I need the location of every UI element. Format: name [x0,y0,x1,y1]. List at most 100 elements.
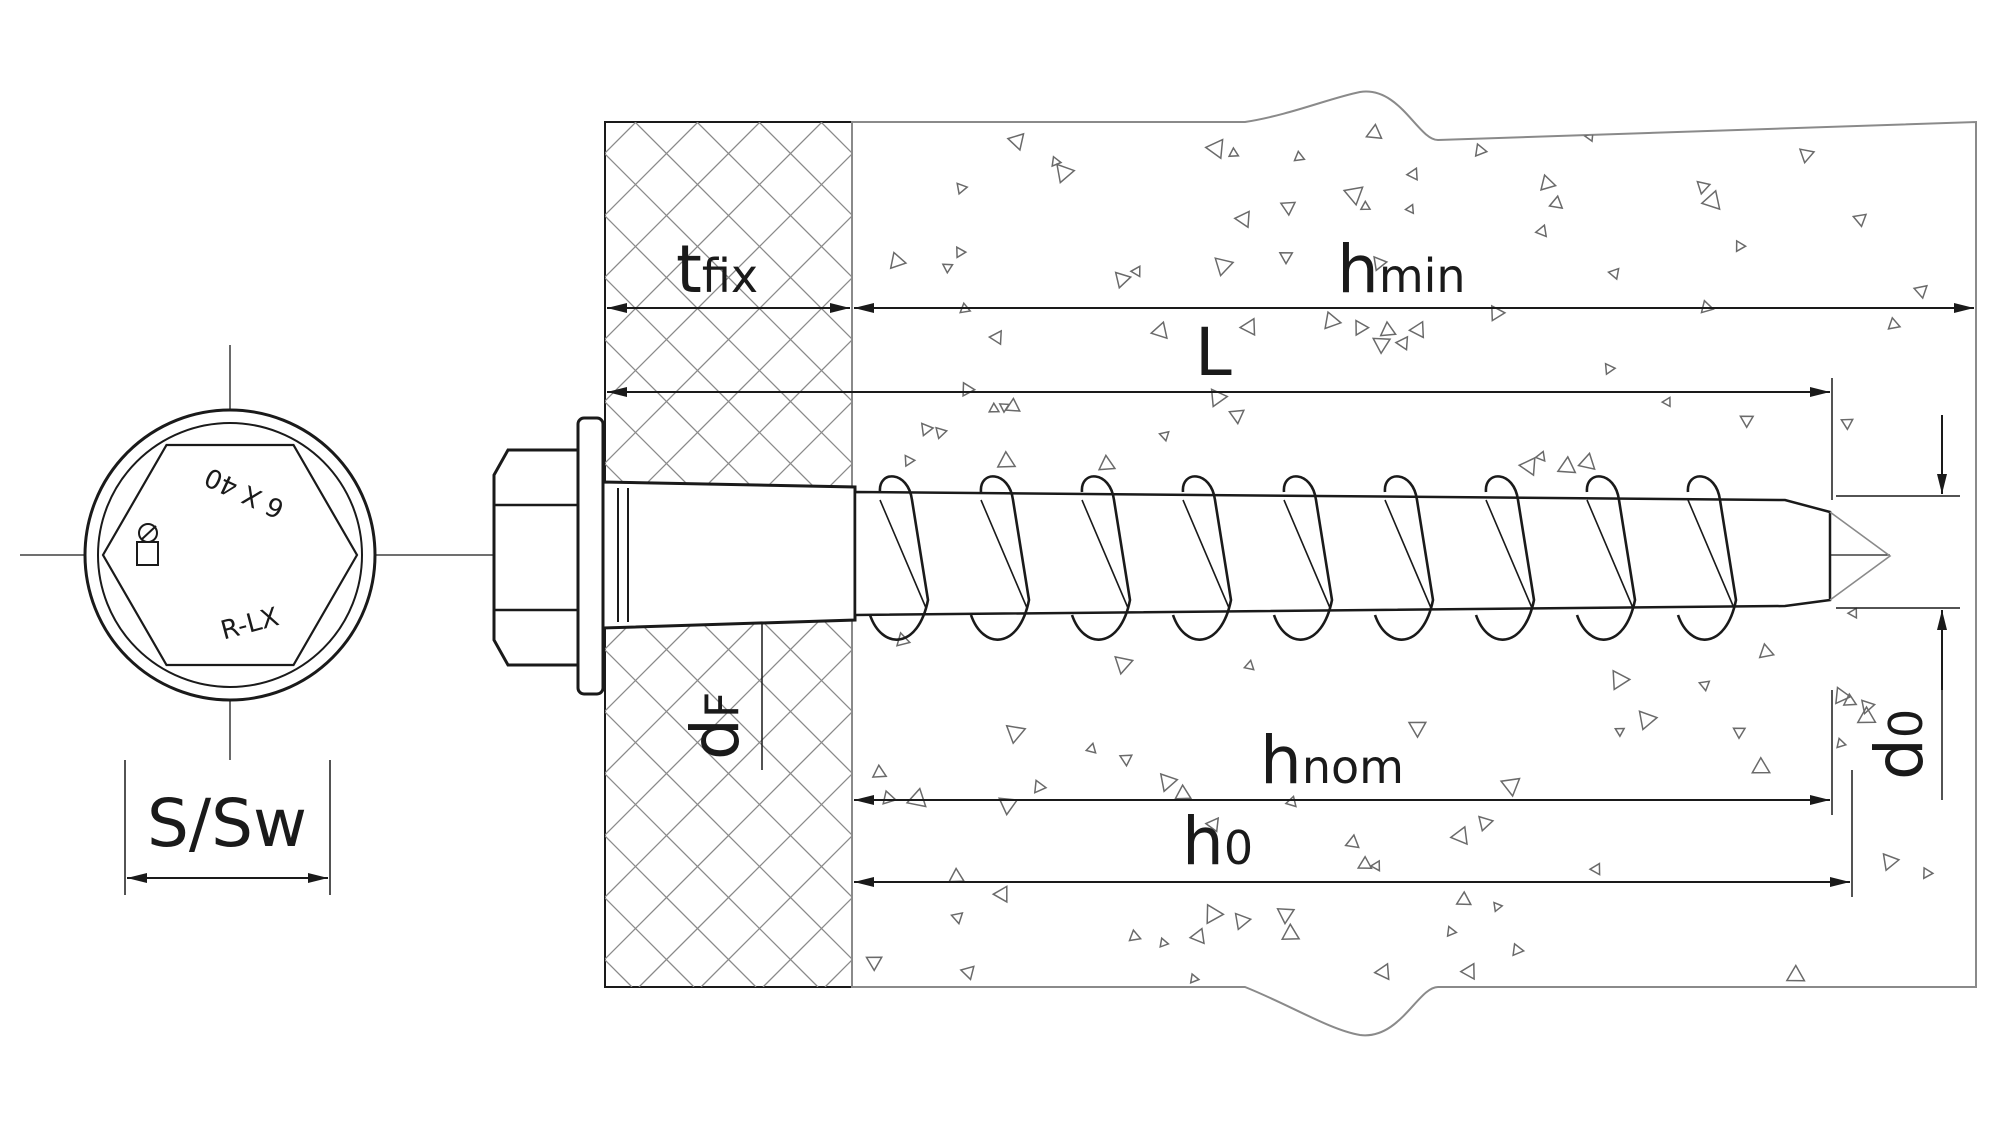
concrete-speckle [1051,155,1063,168]
concrete-speckle [935,426,949,440]
concrete-speckle [1798,148,1816,165]
concrete-speckle [1204,816,1220,833]
concrete-speckle [987,329,1003,346]
concrete-speckle [1324,310,1343,330]
thread-flank [1081,499,1129,609]
hatch-line [605,711,852,960]
concrete-speckle [1840,418,1854,431]
concrete-speckle [1159,936,1170,949]
concrete-speckle [1118,754,1134,768]
thread-turn [868,475,930,641]
concrete-speckle [1129,265,1141,278]
concrete-speckle [1785,964,1806,982]
concrete-speckle [1499,777,1521,798]
thread-flank [1485,499,1533,609]
concrete-speckle [950,912,964,926]
concrete-speckle [1342,186,1364,207]
concrete-speckle [1279,201,1297,217]
thread-turn [1070,475,1132,641]
concrete-speckle [1394,335,1409,352]
concrete-speckle [1612,669,1632,691]
concrete-speckle [1696,180,1712,196]
concrete-speckle [1278,252,1294,266]
thread-turn [1676,475,1738,641]
screw-core [853,490,1832,617]
thread-turn [1373,475,1435,641]
hatch-line [700,835,852,987]
concrete-speckle [959,965,975,981]
concrete-speckle [1189,972,1201,984]
concrete-speckle [1474,142,1489,158]
concrete-speckle [1407,721,1428,739]
concrete-speckle [1373,255,1389,272]
concrete-speckle [1739,415,1755,429]
hatch-line [605,153,852,402]
hatch-line [605,773,819,987]
concrete-speckle [1588,862,1601,876]
concrete-speckle [1369,859,1381,872]
thread-turn [1575,475,1637,641]
concrete-speckle [1206,903,1225,925]
concrete-speckle [1149,320,1168,340]
dimension-d0 [1836,415,1960,800]
concrete-speckle [1882,852,1901,872]
concrete-speckle [991,885,1008,904]
concrete-speckle [1228,409,1246,426]
hatch-line [634,122,852,340]
screw-anchor [492,416,1892,696]
concrete-speckle [1459,962,1475,981]
concrete-speckle [1371,337,1392,355]
thread-turn [1272,475,1334,641]
concrete-speckle [1613,727,1626,738]
concrete-speckle [1033,779,1048,794]
concrete-speckle [956,182,969,196]
label-hnom: hnom [1260,722,1404,799]
concrete-speckle [1842,692,1858,706]
concrete-speckle [1517,456,1536,477]
label-hmin: hmin [1337,231,1466,308]
concrete-speckle [1404,203,1415,215]
head-top-view: 6 X 40 R-LX [83,345,377,895]
hatch-line [605,711,852,960]
label-tfix: tfix [676,231,758,308]
concrete-speckle [1084,741,1097,754]
concrete-speckle [1607,267,1620,281]
concrete-speckle [1359,199,1372,211]
thread-flank [1586,499,1634,609]
dimension-hnom [854,690,1833,815]
concrete-speckle [1227,146,1240,158]
thread-turn [1171,475,1233,641]
concrete-speckle [1735,239,1748,253]
thread-turn [969,475,1031,641]
label-length: L [1195,314,1232,391]
dimension-length [607,378,1833,500]
concrete-speckle [1379,320,1397,337]
concrete-speckle [1751,756,1772,774]
thread-flank [1283,499,1331,609]
concrete-speckle [1446,925,1458,938]
concrete-speckle [1851,213,1868,228]
thread-flank [1384,499,1432,609]
hex-head [492,448,580,667]
thread-turn [1474,475,1536,641]
label-sw: S/Sw [147,785,307,862]
concrete-speckle [1660,396,1671,408]
concrete-speckle [1056,163,1076,185]
concrete-speckle [1356,855,1373,870]
label-df: dF [677,692,754,760]
dimension-h0 [854,770,1853,897]
concrete-speckle [1493,901,1504,913]
concrete-speckle [865,956,883,972]
concrete-speckle [1234,912,1253,931]
concrete-speckle [1912,284,1929,300]
concrete-speckle [1835,686,1852,705]
hatch-line [696,122,852,278]
concrete-speckle [1280,922,1301,940]
hatch-line [605,122,761,278]
concrete-speckle [1449,825,1468,846]
thread-flank [980,499,1028,609]
hatch-line [605,122,823,340]
concrete-speckle [1887,316,1902,330]
concrete-speckle [996,450,1017,468]
